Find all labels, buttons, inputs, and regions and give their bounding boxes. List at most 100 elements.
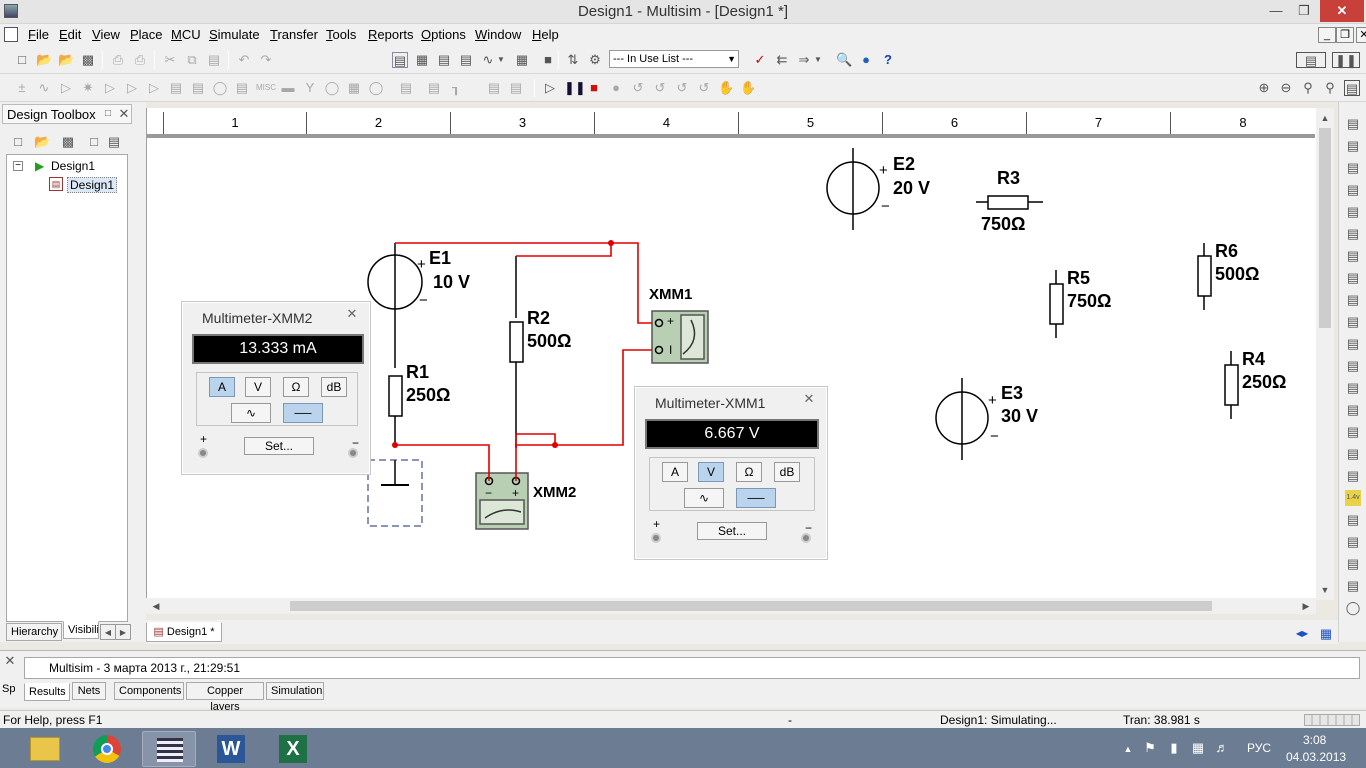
menu-place[interactable]: Place	[130, 27, 163, 42]
tab-visibility[interactable]: Visibili	[63, 621, 99, 639]
tab-results[interactable]: Results	[24, 683, 70, 701]
tektronix-scope-icon[interactable]: ▤	[1346, 512, 1360, 527]
measurement-probe-icon[interactable]: ▤	[1346, 534, 1360, 549]
menu-file[interactable]: File	[28, 27, 49, 42]
breakpoint-icon[interactable]: ●	[612, 80, 620, 95]
cut-icon[interactable]: ✂	[164, 52, 176, 67]
hierarchy-view-icon[interactable]: ▤	[107, 134, 121, 149]
mdi-minimize-button[interactable]: _	[1318, 27, 1336, 43]
mode-voltmeter-button[interactable]: V	[698, 462, 724, 482]
analog-icon[interactable]: ▷	[105, 80, 115, 95]
digital-icon[interactable]: ▤	[169, 80, 183, 95]
spreadsheet-icon[interactable]: ▦	[415, 52, 429, 67]
ac-button[interactable]: ∿	[684, 488, 724, 508]
menu-transfer[interactable]: Transfer	[270, 27, 318, 42]
dc-button[interactable]: ──	[736, 488, 776, 508]
multimeter-xmm2-window[interactable]: Multimeter-XMM2 ✕ 13.333 mA A V Ω dB ∿ ─…	[181, 301, 371, 475]
full-screen-icon[interactable]: ▤	[1344, 80, 1360, 96]
dc-button[interactable]: ──	[283, 403, 323, 423]
hscroll-thumb[interactable]	[290, 601, 1212, 611]
clock-time[interactable]: 3:08	[1303, 733, 1327, 747]
back-annotate-icon[interactable]: ⇅	[567, 52, 579, 67]
advanced-icon[interactable]: ▬	[281, 80, 295, 95]
set-button[interactable]: Set...	[697, 522, 767, 540]
pause-panel-icon[interactable]: ❚❚	[1332, 52, 1360, 68]
mdi-restore-button[interactable]: ❐	[1336, 27, 1354, 43]
power-icon[interactable]: ▤	[235, 80, 249, 95]
mode-ammeter-button[interactable]: A	[662, 462, 688, 482]
word-taskbar-button[interactable]: W	[204, 731, 258, 767]
cmos-icon[interactable]: ▷	[149, 80, 159, 95]
pin-icon[interactable]: □	[104, 108, 112, 119]
word-generator-icon[interactable]: ▤	[1346, 270, 1360, 285]
remove-breakpoints-icon[interactable]: ✋	[740, 80, 757, 95]
ttl-icon[interactable]: ▷	[127, 80, 137, 95]
source-icon[interactable]: ±	[18, 80, 26, 95]
hand-icon[interactable]: ✋	[718, 80, 735, 95]
signal-icon[interactable]: ▦	[1191, 740, 1205, 755]
menu-edit[interactable]: Edit	[59, 27, 82, 42]
distortion-analyzer-icon[interactable]: ▤	[1346, 358, 1360, 373]
scroll-left-icon[interactable]: ◀	[152, 601, 160, 611]
ni-elvis-icon[interactable]: ▤	[1346, 578, 1360, 593]
web-icon[interactable]: ●	[862, 52, 870, 67]
stop-icon[interactable]: ■	[590, 80, 598, 95]
zoom-fit-icon[interactable]: ⚲	[1325, 80, 1335, 95]
multimeter-instrument-icon[interactable]: ▤	[1346, 116, 1360, 131]
open-design-icon[interactable]: 📂	[34, 134, 51, 149]
close-icon[interactable]: ✕	[4, 653, 16, 668]
close-design-icon[interactable]: □	[90, 134, 98, 149]
current-probe-icon[interactable]: ◯	[1345, 600, 1361, 615]
new-design-icon[interactable]: □	[14, 134, 22, 149]
language-indicator[interactable]: РУС	[1247, 741, 1272, 755]
doc-icon[interactable]	[4, 27, 18, 42]
mode-ohmmeter-button[interactable]: Ω	[736, 462, 762, 482]
menu-mcu[interactable]: MCU	[171, 27, 201, 42]
indicator-icon[interactable]: ◯	[212, 80, 228, 95]
restore-button[interactable]: ❐	[1298, 3, 1310, 18]
zoom-area-icon[interactable]: ⚲	[1303, 80, 1313, 95]
mode-db-button[interactable]: dB	[774, 462, 800, 482]
zoom-in-icon[interactable]: ⊕	[1258, 80, 1270, 95]
save-icon[interactable]: ▩	[81, 52, 95, 67]
tab-scroll-left-icon[interactable]: ◀	[100, 624, 116, 640]
menu-window[interactable]: Window	[475, 27, 522, 42]
spectrum-analyzer-icon[interactable]: ▤	[1346, 380, 1360, 395]
excel-taskbar-button[interactable]: X	[266, 731, 320, 767]
print-icon[interactable]: ⎙	[112, 52, 124, 67]
electromech-icon[interactable]: ◯	[324, 80, 340, 95]
open-sample-icon[interactable]: 📂	[58, 52, 75, 67]
menu-tools[interactable]: Tools	[326, 27, 357, 42]
bom-icon[interactable]: ▦	[515, 52, 529, 67]
step-over-icon[interactable]: ↺	[676, 80, 688, 95]
run-icon[interactable]: ▷	[545, 80, 555, 95]
plus-terminal[interactable]	[198, 448, 208, 458]
scroll-right-icon[interactable]: ▶	[1302, 601, 1310, 611]
step-icon[interactable]: ↺	[632, 80, 644, 95]
menu-help[interactable]: Help	[532, 27, 559, 42]
ac-button[interactable]: ∿	[231, 403, 271, 423]
transfer-icon[interactable]: ⇒	[798, 52, 810, 67]
tray-expand-icon[interactable]: ▲	[1123, 744, 1133, 754]
close-button[interactable]: ✕	[803, 391, 815, 406]
sheet-tab[interactable]: ▤ Design1 *	[146, 622, 222, 642]
mixed-icon[interactable]: ▤	[191, 80, 205, 95]
tab-nets[interactable]: Nets	[72, 682, 106, 700]
minimize-button[interactable]: —	[1269, 3, 1283, 18]
close-button[interactable]: ✕	[346, 306, 358, 321]
save-design-icon[interactable]: ▩	[61, 134, 75, 149]
tab-copper-layers[interactable]: Copper layers	[186, 682, 264, 713]
chrome-taskbar-button[interactable]	[80, 731, 134, 767]
electrical-rules-icon[interactable]: ■	[544, 52, 552, 67]
minus-terminal[interactable]	[348, 448, 358, 458]
chevron-down-icon[interactable]: ▼	[497, 55, 505, 64]
bode-plotter-icon[interactable]: ▤	[1346, 226, 1360, 241]
minus-terminal[interactable]	[801, 533, 811, 543]
paste-icon[interactable]: ▤	[207, 52, 221, 67]
labview-icon[interactable]: 1.4v	[1345, 490, 1361, 506]
misc-icon[interactable]: MISC	[256, 83, 276, 92]
new-icon[interactable]: □	[18, 52, 26, 67]
transistor-icon[interactable]: ✷	[82, 80, 94, 95]
agilent-scope-icon[interactable]: ▤	[1346, 468, 1360, 483]
place-hb-icon[interactable]: ▤	[399, 80, 413, 95]
